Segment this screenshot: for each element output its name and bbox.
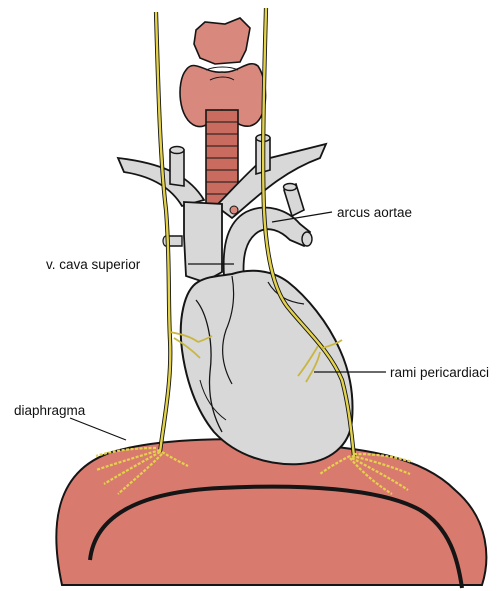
label-rami-pericardiaci: rami pericardiaci [390,365,489,380]
label-v-cava-superior: v. cava superior [46,257,141,272]
heart [181,271,353,465]
heart-body [181,271,353,465]
label-diaphragma: diaphragma [14,403,86,418]
label-arcus-aortae: arcus aortae [337,205,412,220]
superior-vena-cava [184,202,222,282]
leader-diaphragma [70,418,126,440]
larynx [194,18,250,64]
